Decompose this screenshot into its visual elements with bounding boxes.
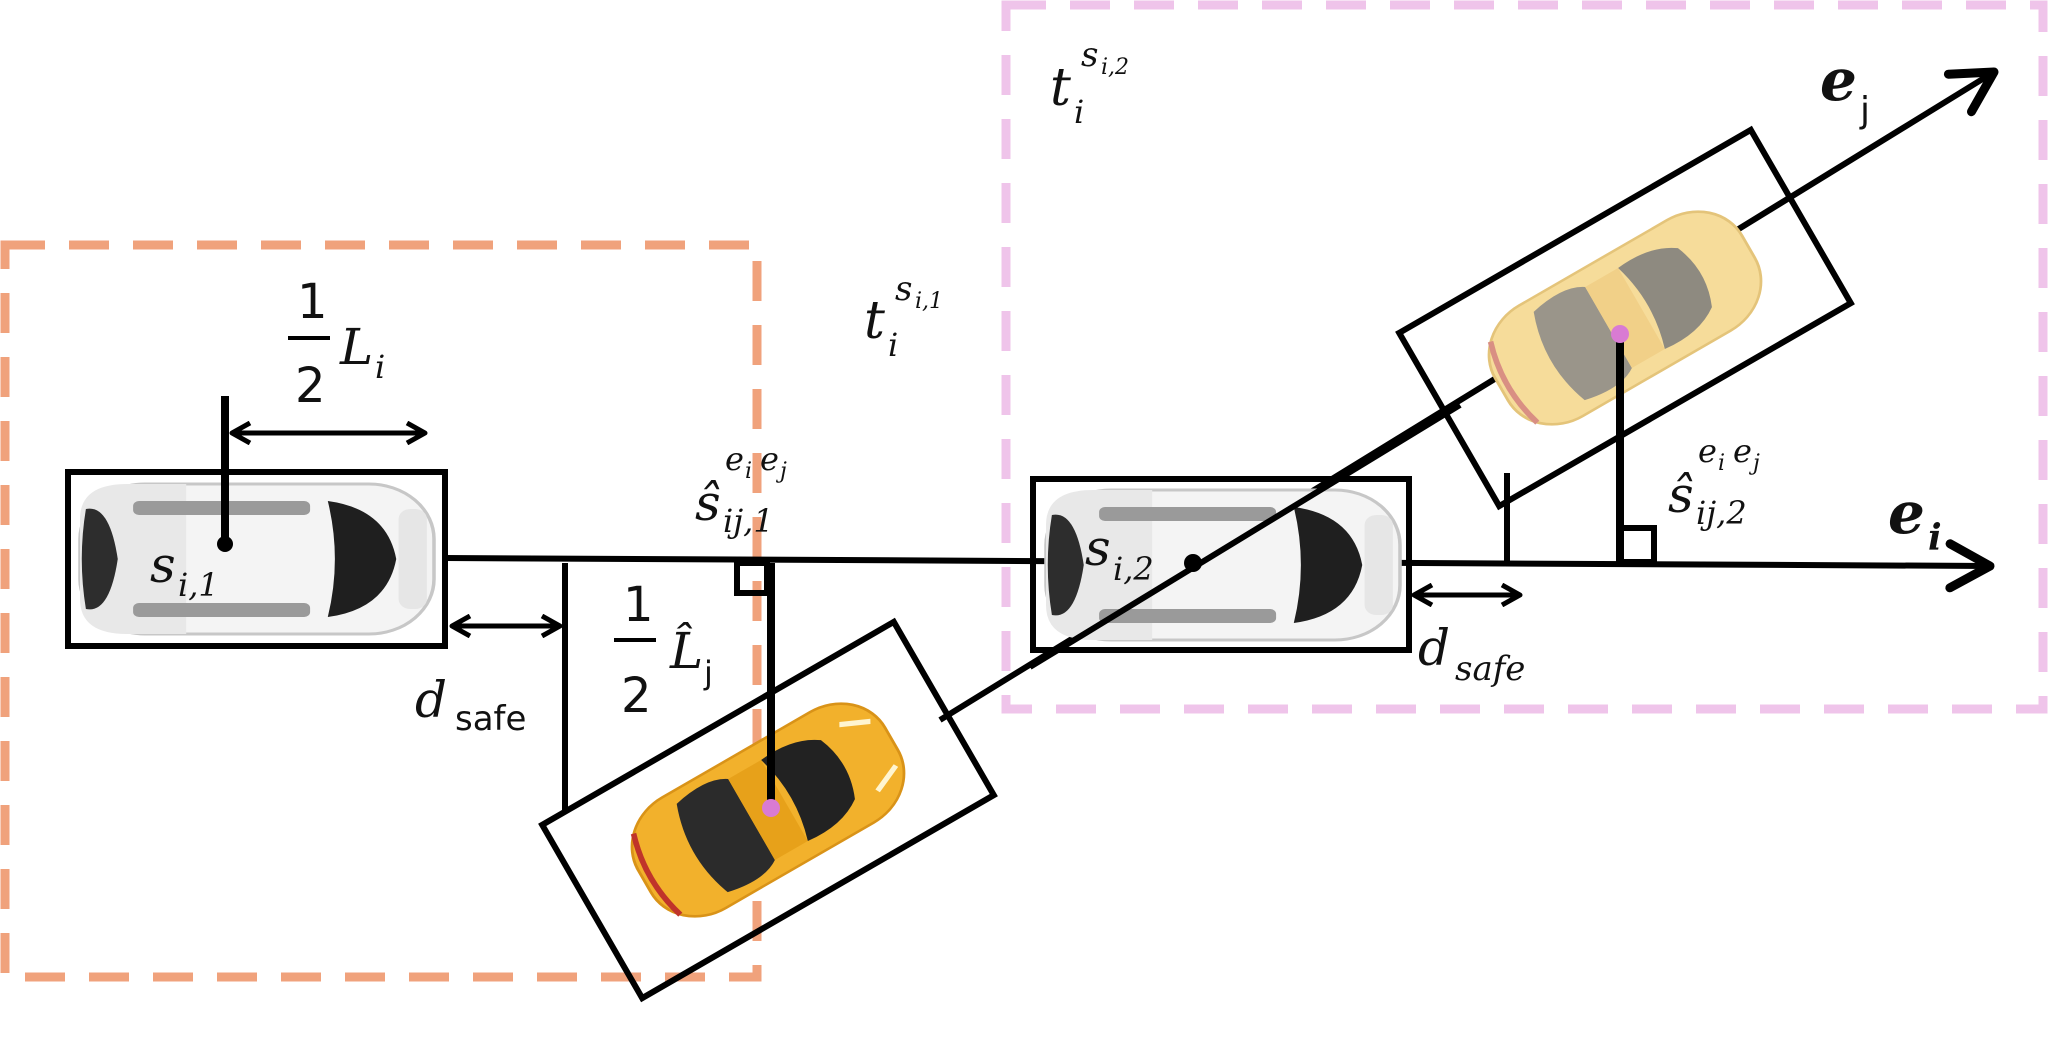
right-angle-1	[734, 560, 770, 596]
t-2-subscript: i	[1074, 93, 1084, 131]
t-2-superscript-sub: i,2	[1101, 55, 1129, 80]
s-i1-subscript: i,1	[178, 566, 219, 604]
yellow-car-center	[762, 799, 780, 817]
half-L-j-num: 1	[623, 577, 654, 633]
s-hat-1-superscript-i: i	[745, 459, 752, 484]
e-i-label: e	[1888, 479, 1925, 547]
s-i2-label: s	[1085, 519, 1111, 577]
pale-car-center	[1611, 325, 1629, 343]
half-L-i-den: 2	[295, 358, 326, 414]
yellow-car	[538, 617, 998, 1003]
L-j-subscript: j	[703, 654, 713, 692]
d-safe-2-subscript: safe	[1455, 649, 1525, 689]
s-hat-1-subscript: ij,1	[723, 502, 774, 540]
zone-2-boundary	[1001, 0, 2048, 714]
L-i-label: L	[339, 318, 373, 376]
L-j-hat-label: L̂	[669, 621, 703, 680]
s-hat-2-superscript: e	[1698, 432, 1717, 470]
t-1-subscript: i	[888, 326, 898, 364]
t-2-superscript: s	[1081, 35, 1098, 75]
half-L-j-den: 2	[621, 668, 652, 724]
s-hat-1-superscript-e: e	[760, 440, 779, 478]
e-j-label: e	[1820, 46, 1857, 114]
white-car-1	[65, 469, 448, 649]
d-safe-1-subscript: safe	[455, 699, 526, 739]
e-j-subscript: j	[1859, 90, 1870, 131]
s-hat-1-label: ŝ	[695, 474, 721, 532]
zone-1-boundary	[0, 240, 762, 982]
s-hat-2-superscript-e: e	[1733, 432, 1752, 470]
s-hat-2-superscript-i: i	[1718, 451, 1725, 476]
L-i-subscript: i	[375, 348, 385, 386]
s-hat-2-label: ŝ	[1668, 466, 1694, 524]
s-hat-1-superscript: e	[725, 440, 744, 478]
s-hat-2-subscript: ij,2	[1696, 494, 1747, 532]
d-safe-1-label: d	[415, 671, 447, 729]
t-2-label: t	[1050, 58, 1071, 118]
t-1-superscript-sub: i,1	[915, 289, 943, 314]
e-j-overlay	[1028, 402, 1462, 670]
t-1-label: t	[864, 291, 885, 351]
s-i2-subscript: i,2	[1113, 550, 1154, 588]
t-1-superscript: s	[895, 269, 912, 309]
e-i-subscript: i	[1928, 517, 1942, 559]
s-i1-label: s	[150, 536, 176, 594]
right-angle-2	[1617, 525, 1657, 565]
d-safe-2-label: d	[1418, 619, 1450, 677]
half-L-i-num: 1	[297, 274, 328, 330]
pale-yellow-car	[1395, 125, 1855, 511]
